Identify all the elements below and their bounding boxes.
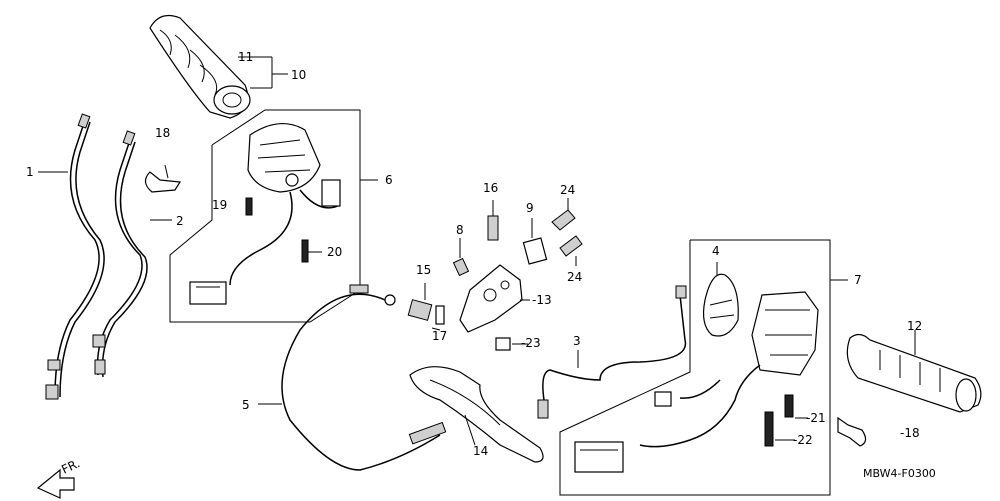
diagram-code: MBW4-F0300	[863, 467, 936, 480]
label-part-17: 17	[432, 329, 447, 343]
right-grip	[837, 330, 982, 447]
label-part-4: 4	[712, 244, 720, 258]
label-part-1: 1	[26, 165, 34, 179]
label-part-24-bottom: 24	[567, 270, 582, 284]
label-part-12: 12	[907, 319, 922, 333]
label-part-20: 20	[327, 245, 342, 259]
left-switch-box	[169, 109, 378, 323]
lever-bracket-group	[407, 198, 583, 351]
label-part-16: 16	[483, 181, 498, 195]
clutch-cable-and-lever	[258, 284, 544, 471]
label-part-15: 15	[416, 263, 431, 277]
throttle-grip-assembly	[149, 15, 288, 119]
label-part-18-left: 18	[155, 126, 170, 140]
label-part-3: 3	[573, 334, 581, 348]
label-part-19: 19	[212, 198, 227, 212]
label-part-23: -23	[521, 336, 541, 350]
label-part-14: 14	[473, 444, 488, 458]
label-part-5: 5	[242, 398, 250, 412]
cable-clip-left	[144, 164, 182, 193]
brake-light-switch-cable	[537, 285, 687, 419]
label-part-10: 10	[291, 68, 306, 82]
label-part-22: -22	[793, 433, 813, 447]
front-direction-arrow-icon	[36, 468, 75, 499]
label-part-9: 9	[526, 201, 534, 215]
label-part-21: -21	[806, 411, 826, 425]
label-part-24-top: 24	[560, 183, 575, 197]
label-part-13: -13	[532, 293, 552, 307]
label-part-11: 11	[238, 50, 253, 64]
label-part-2: 2	[176, 214, 184, 228]
label-part-8: 8	[456, 223, 464, 237]
label-part-7: 7	[854, 273, 862, 287]
label-part-6: 6	[385, 173, 393, 187]
front-indicator-label: FR.	[59, 456, 82, 477]
right-switch-box	[559, 239, 848, 496]
label-part-18-right: -18	[900, 426, 920, 440]
throttle-cables	[38, 113, 172, 400]
